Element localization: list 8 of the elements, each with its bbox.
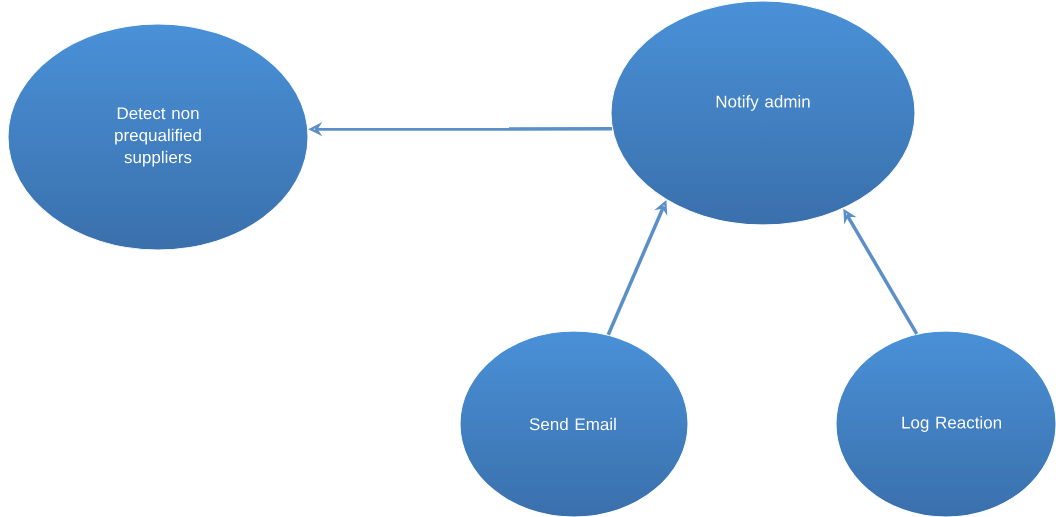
node-label: Notify admin xyxy=(716,95,810,111)
node-label: Detect non prequalified suppliers xyxy=(115,107,201,167)
node-label: Log Reaction xyxy=(902,416,1001,432)
ellipse-node xyxy=(459,330,689,517)
node-label: Send Email xyxy=(529,417,616,431)
ellipse-node xyxy=(7,23,309,251)
ellipse-node xyxy=(835,330,1056,517)
ellipse-node xyxy=(610,0,916,226)
